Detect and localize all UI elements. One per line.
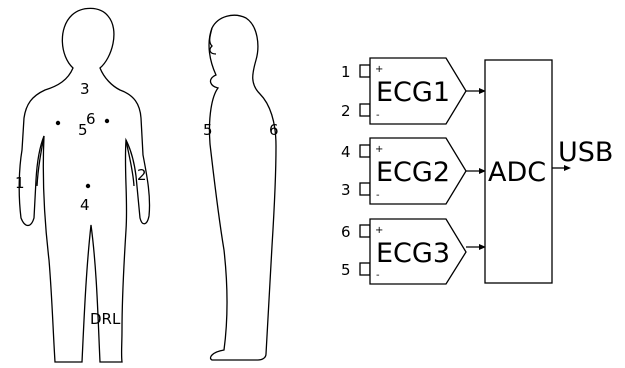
body-front-arm-line-right (125, 139, 135, 187)
ecg2-plus-input-label: 4 (341, 143, 351, 161)
ecg2-plus-terminal (359, 144, 371, 158)
amplifier-ecg1: 1 2 + - ECG1 (341, 57, 486, 125)
body-front-label-1: 1 (15, 174, 25, 192)
ecg3-amplifier-shape (369, 218, 467, 285)
ecg1-arrow (479, 88, 486, 94)
ecg3-plus-input-label: 6 (341, 223, 351, 241)
ecg2-label: ECG2 (376, 157, 450, 188)
ecg3-plus-terminal (359, 224, 371, 238)
adc-box (484, 59, 553, 284)
body-side-outline (208, 14, 277, 361)
ecg2-plus-sign: + (375, 144, 383, 155)
ecg2-minus-terminal (359, 182, 371, 196)
ecg3-label: ECG3 (376, 238, 450, 269)
body-front-label-3: 3 (80, 80, 90, 98)
body-side-label-6: 6 (269, 121, 279, 139)
ecg3-plus-sign: + (375, 225, 383, 236)
body-front-label-6: 6 (86, 110, 96, 128)
usb-arrow (564, 165, 571, 171)
body-front-label-2: 2 (137, 166, 147, 184)
ecg1-label: ECG1 (376, 77, 450, 108)
usb-label: USB (558, 137, 613, 168)
ecg3-minus-terminal (359, 262, 371, 276)
ecg2-amplifier-shape (369, 137, 467, 205)
body-front-outline (18, 7, 151, 363)
amplifier-ecg2: 4 3 + - ECG2 (341, 137, 486, 205)
ecg3-arrow (479, 244, 486, 250)
electrode-dot-right (104, 118, 110, 124)
ecg1-plus-sign: + (375, 64, 383, 75)
ecg1-amplifier-shape (369, 57, 467, 125)
ecg3-minus-input-label: 5 (341, 261, 351, 279)
ecg3-minus-sign: - (376, 270, 380, 281)
electrode-dot-abdomen (85, 183, 91, 189)
ecg1-minus-terminal (359, 103, 371, 117)
body-front-arm-line-left (36, 135, 45, 187)
ecg2-arrow (479, 168, 486, 174)
body-front-label-4: 4 (80, 196, 90, 214)
adc-label: ADC (488, 157, 546, 188)
ecg1-minus-input-label: 2 (341, 102, 351, 120)
body-front-label-drl: DRL (90, 310, 121, 328)
body-side-face (209, 27, 217, 55)
ecg1-minus-sign: - (376, 110, 380, 121)
amplifier-ecg3: 6 5 + - ECG3 (341, 218, 486, 285)
body-side-figure: 5 6 (203, 14, 279, 361)
adc-block: ADC (484, 59, 553, 284)
ecg1-plus-input-label: 1 (341, 63, 351, 81)
body-side-label-5: 5 (203, 121, 213, 139)
usb-output: USB (552, 137, 613, 171)
ecg2-minus-sign: - (376, 190, 380, 201)
body-front-label-5: 5 (78, 121, 88, 139)
electrode-dot-left (55, 120, 61, 126)
ecg2-minus-input-label: 3 (341, 181, 351, 199)
ecg1-plus-terminal (359, 64, 371, 78)
body-front-figure: 3 5 6 1 2 4 DRL (15, 7, 151, 363)
